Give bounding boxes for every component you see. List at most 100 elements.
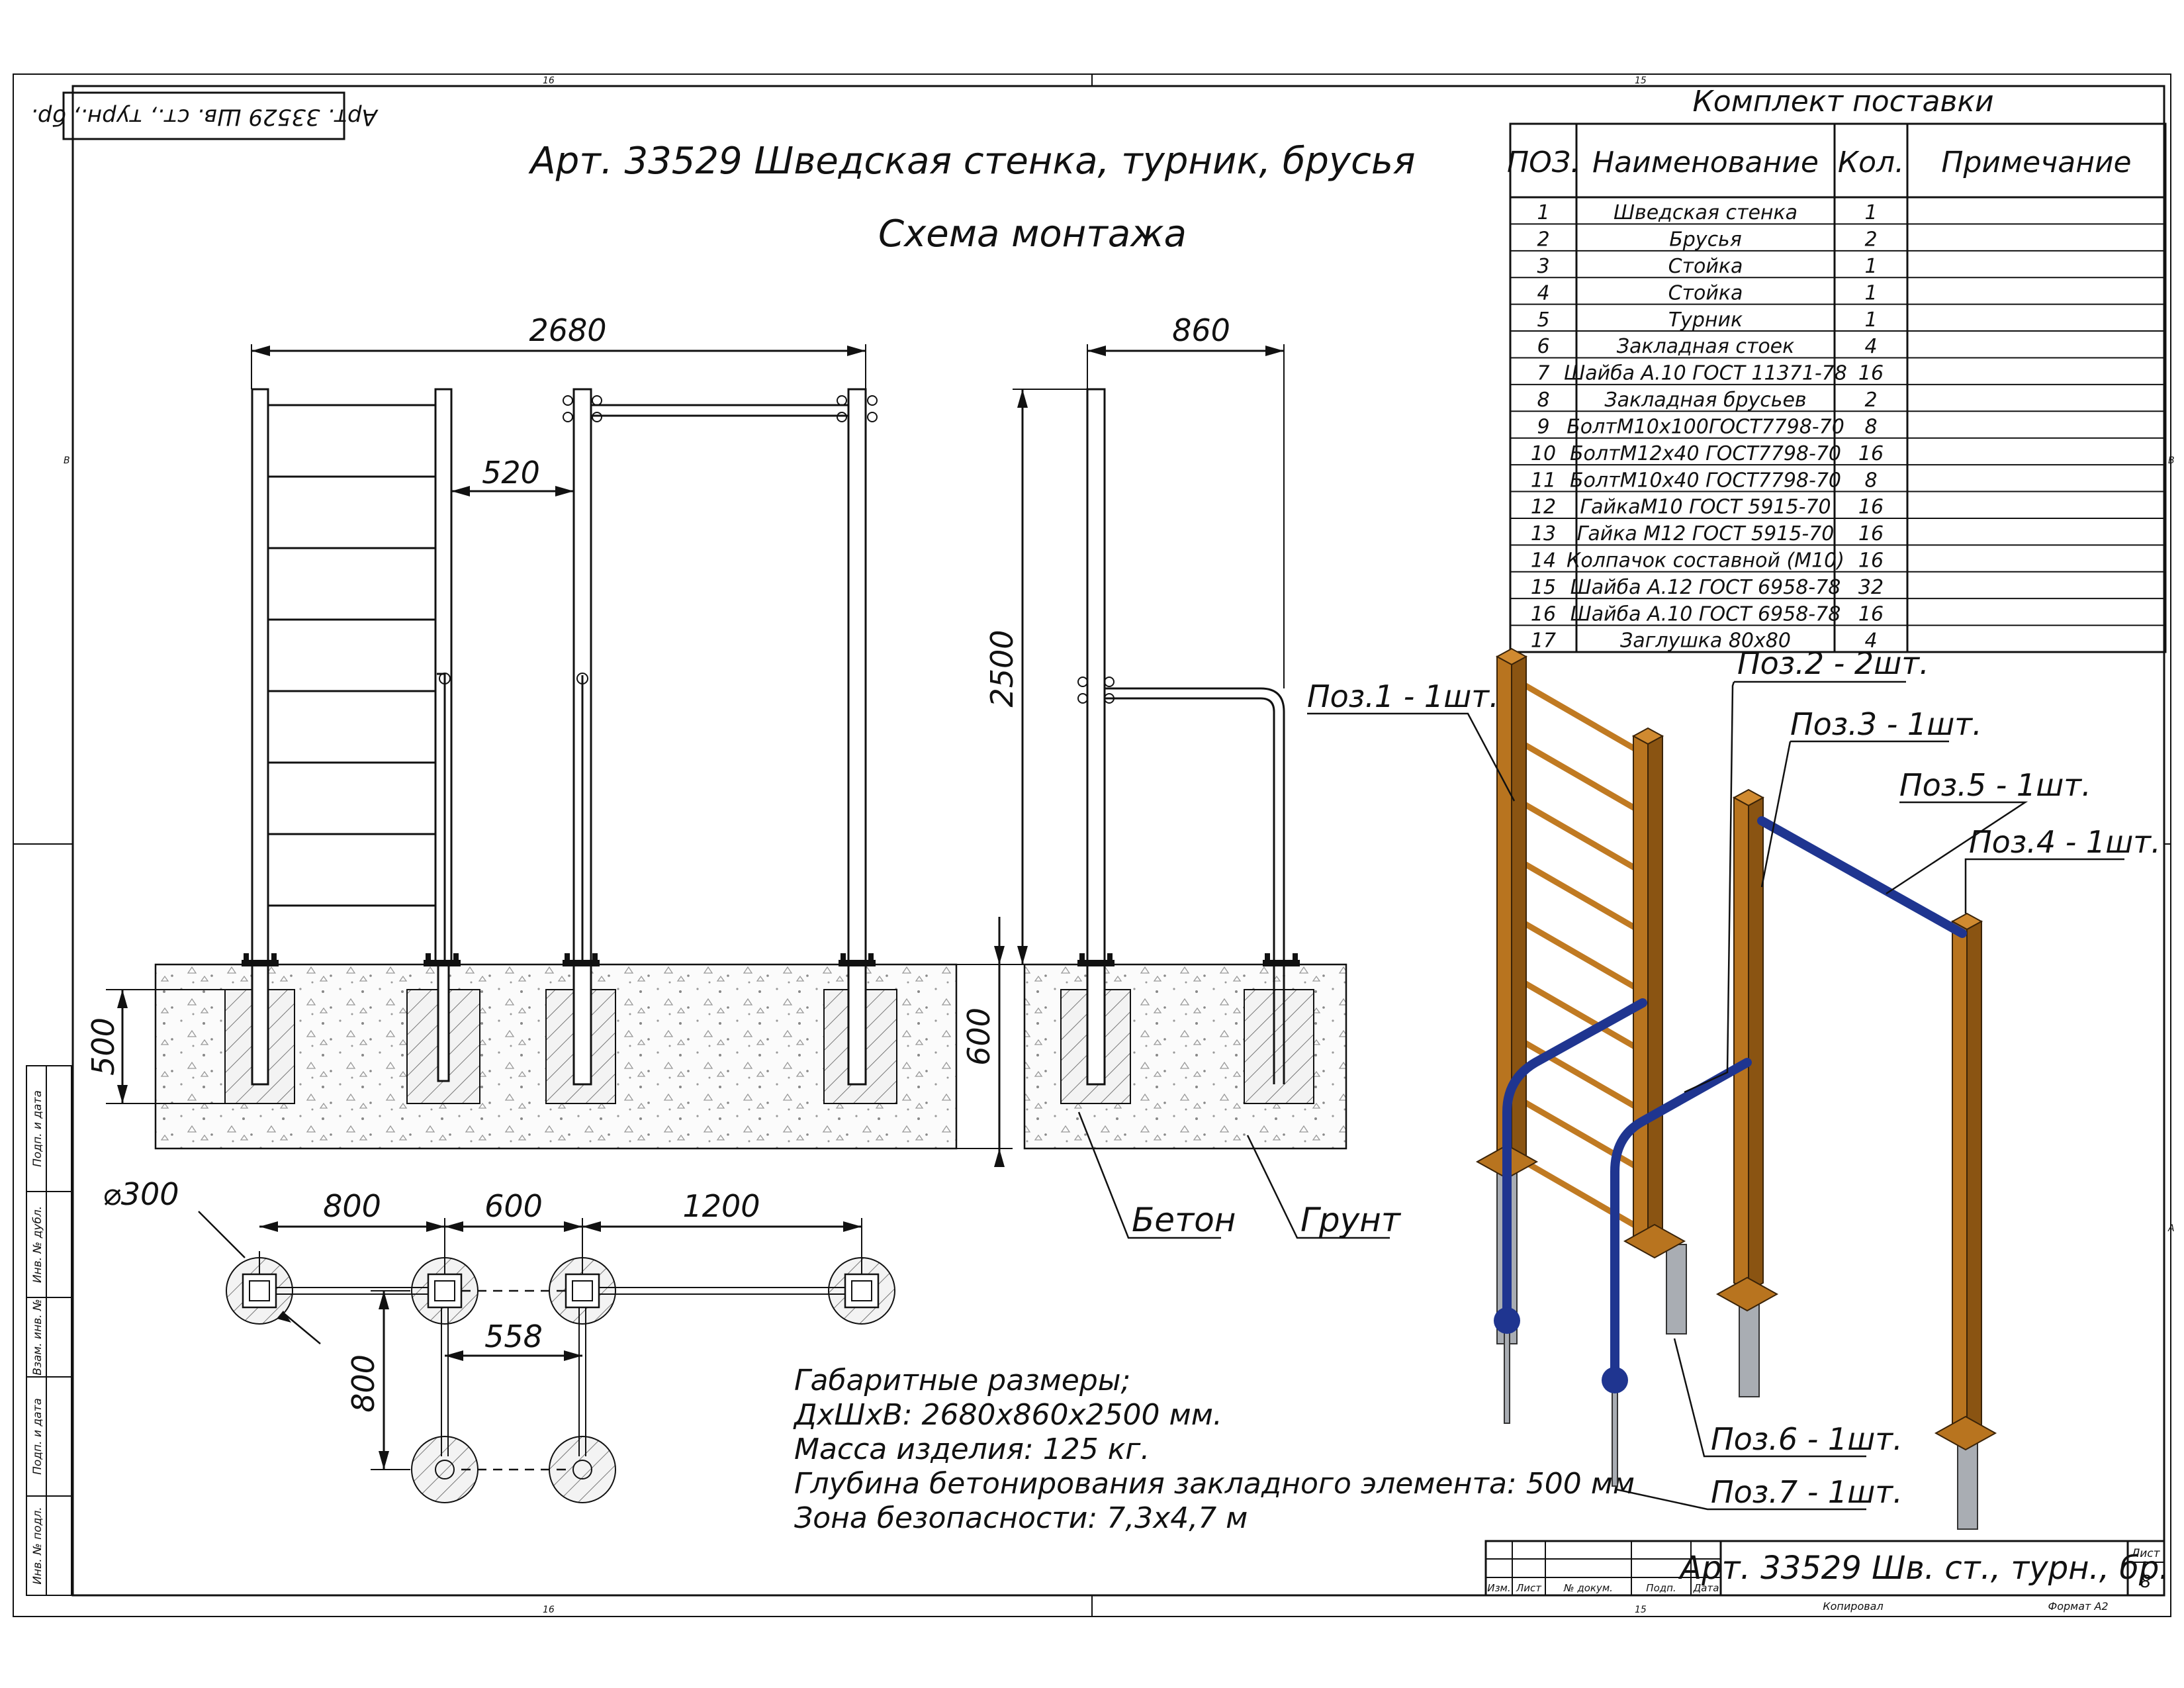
spec-cell-qty: 16: [1858, 522, 1884, 545]
tb-col-sign: Подп.: [1646, 1582, 1676, 1594]
callout-p7: Поз.7 - 1шт.: [1711, 1474, 1903, 1510]
spec-cell-qty: 8: [1864, 469, 1877, 492]
spec-cell-name: Колпачок составной (М10): [1567, 549, 1844, 572]
note-line1: Габаритные размеры;: [794, 1364, 1130, 1397]
zone-bottom-left: 16: [543, 1605, 555, 1615]
spec-cell-qty: 16: [1858, 362, 1884, 385]
spec-col-note: Примечание: [1941, 146, 2131, 179]
spec-cell-name: Шведская стенка: [1614, 201, 1797, 224]
side-strip-s2: Инв. № дубл.: [31, 1206, 44, 1283]
tb-copied: Копировал: [1823, 1600, 1883, 1613]
dim-plan-c: 1200: [682, 1188, 760, 1224]
spec-cell-qty: 1: [1864, 308, 1877, 332]
spec-cell-name: БолтМ10х40 ГОСТ7798-70: [1570, 469, 1841, 492]
sheet-frame: 16 15 16 15 B B A: [13, 73, 2175, 1617]
side-strip-s5: Инв. № подл.: [31, 1507, 44, 1584]
dim-ground-depth: 600: [961, 1008, 997, 1066]
ladder-post-left: [251, 388, 269, 1086]
zone-right-b: B: [2168, 455, 2175, 466]
tb-format: Формат А2: [2048, 1600, 2108, 1613]
ladder-post-right: [434, 388, 453, 966]
spec-cell-qty: 1: [1864, 281, 1877, 305]
zone-right-a: A: [2167, 1223, 2175, 1234]
callout-p6: Поз.6 - 1шт.: [1711, 1421, 1903, 1457]
callout-p2: Поз.2 - 2шт.: [1737, 645, 1929, 681]
spec-cell-pos: 6: [1537, 335, 1549, 358]
dim-depth-total: 860: [1172, 312, 1230, 348]
iso-bar-post-3: [1732, 788, 1765, 1292]
spec-cell-qty: 4: [1864, 630, 1877, 653]
spec-cell-name: Шайба А.12 ГОСТ 6958-78: [1570, 576, 1841, 599]
spec-cell-pos: 9: [1537, 415, 1549, 438]
zone-left-b: B: [64, 455, 70, 466]
ladder-post-right-embed: [437, 964, 450, 1082]
spec-cell-qty: 16: [1858, 602, 1884, 626]
material-leaders: Бетон Грунт: [1077, 1111, 1402, 1239]
spec-cell-pos: 2: [1537, 228, 1549, 252]
zone-bottom-right: 15: [1635, 1605, 1647, 1615]
spec-cell-pos: 16: [1531, 602, 1556, 626]
spec-cell-pos: 12: [1531, 496, 1556, 519]
spec-cell-name: Гайка М12 ГОСТ 5915-70: [1577, 522, 1835, 545]
spec-cell-qty: 16: [1858, 549, 1884, 572]
dim-gap: 520: [482, 455, 540, 491]
drawing-subtitle: Схема монтажа: [878, 212, 1187, 256]
spec-cell-pos: 5: [1537, 308, 1549, 332]
side-elevation: 860 2500: [984, 312, 1347, 1150]
spec-cell-qty: 2: [1864, 389, 1877, 412]
spec-col-qty: Кол.: [1838, 146, 1904, 179]
spec-cell-pos: 13: [1531, 522, 1556, 545]
spec-cell-pos: 7: [1537, 362, 1549, 385]
spec-table: Комплект поставки ПОЗ. Наименование Кол.…: [1507, 85, 2167, 653]
drawing-title: Арт. 33529 Шведская стенка, турник, брус…: [528, 140, 1415, 183]
side-strip-s1: Подп. и дата: [31, 1090, 44, 1167]
spec-cell-pos: 15: [1531, 576, 1556, 599]
note-line4: Глубина бетонирования закладного элемент…: [794, 1467, 1635, 1501]
spec-cell-pos: 3: [1537, 255, 1549, 278]
spec-cell-qty: 2: [1864, 228, 1877, 252]
spec-cell-name: БолтМ10х100ГОСТ7798-70: [1567, 415, 1844, 438]
spec-table-caption: Комплект поставки: [1692, 85, 1993, 118]
side-strip: Подп. и дата Инв. № дубл. Взам. инв. № П…: [26, 1065, 72, 1596]
spec-col-pos: ПОЗ.: [1507, 146, 1580, 179]
spec-cell-qty: 1: [1864, 255, 1877, 278]
spec-cell-name: Брусья: [1669, 228, 1742, 252]
spec-cell-name: Закладная брусьев: [1604, 389, 1806, 412]
tb-col-list: Лист: [1516, 1582, 1542, 1594]
dim-plan-e: 800: [345, 1354, 381, 1413]
isometric-view: Поз.1 - 1шт. Поз.2 - 2шт. Поз.3 - 1шт. П…: [1307, 645, 2161, 1530]
spec-cell-pos: 4: [1537, 281, 1549, 305]
iso-parallel-bar-2: [1610, 1058, 1752, 1378]
spec-col-name: Наименование: [1592, 146, 1819, 179]
iso-parallel-bar-1: [1502, 998, 1647, 1329]
spec-cell-name: Закладная стоек: [1617, 335, 1795, 358]
spec-cell-name: Турник: [1668, 308, 1743, 332]
spec-cell-qty: 16: [1858, 442, 1884, 465]
spec-cell-pos: 14: [1531, 549, 1556, 572]
zone-top-right: 15: [1635, 75, 1647, 86]
note-line2: ДхШхВ: 2680х860х2500 мм.: [793, 1398, 1222, 1432]
spec-cell-qty: 4: [1864, 335, 1877, 358]
dim-embed-depth: 500: [85, 1017, 121, 1076]
spec-cell-name: ГайкаМ10 ГОСТ 5915-70: [1580, 496, 1831, 519]
tb-sheet-number: 8: [2140, 1572, 2152, 1592]
callout-p3: Поз.3 - 1шт.: [1790, 706, 1982, 742]
dim-plan-a: 800: [323, 1188, 381, 1224]
iso-ladder-post-1: [1495, 647, 1528, 1166]
side-strip-s4: Подп. и дата: [31, 1398, 44, 1475]
spec-cell-pos: 17: [1531, 630, 1556, 653]
iso-pull-up-bar: [1757, 816, 1967, 938]
title-block: Изм. Лист № докум. Подп. Дата Арт. 33529…: [1484, 1540, 2169, 1613]
iso-ladder-rungs: [1516, 679, 1646, 1233]
spec-cell-name: Стойка: [1668, 255, 1743, 278]
spec-cell-name: Стойка: [1668, 281, 1743, 305]
tb-col-doc: № докум.: [1563, 1582, 1613, 1594]
plan-plates: [242, 1273, 880, 1479]
notes: Габаритные размеры; ДхШхВ: 2680х860х2500…: [793, 1364, 1635, 1535]
spec-cell-name: Шайба А.10 ГОСТ 6958-78: [1570, 602, 1841, 626]
rotated-stamp-text: Арт. 33529 Шв. ст., турн., бр.: [30, 104, 379, 130]
label-soil: Грунт: [1300, 1201, 1402, 1239]
spec-cell-qty: 32: [1858, 576, 1884, 599]
